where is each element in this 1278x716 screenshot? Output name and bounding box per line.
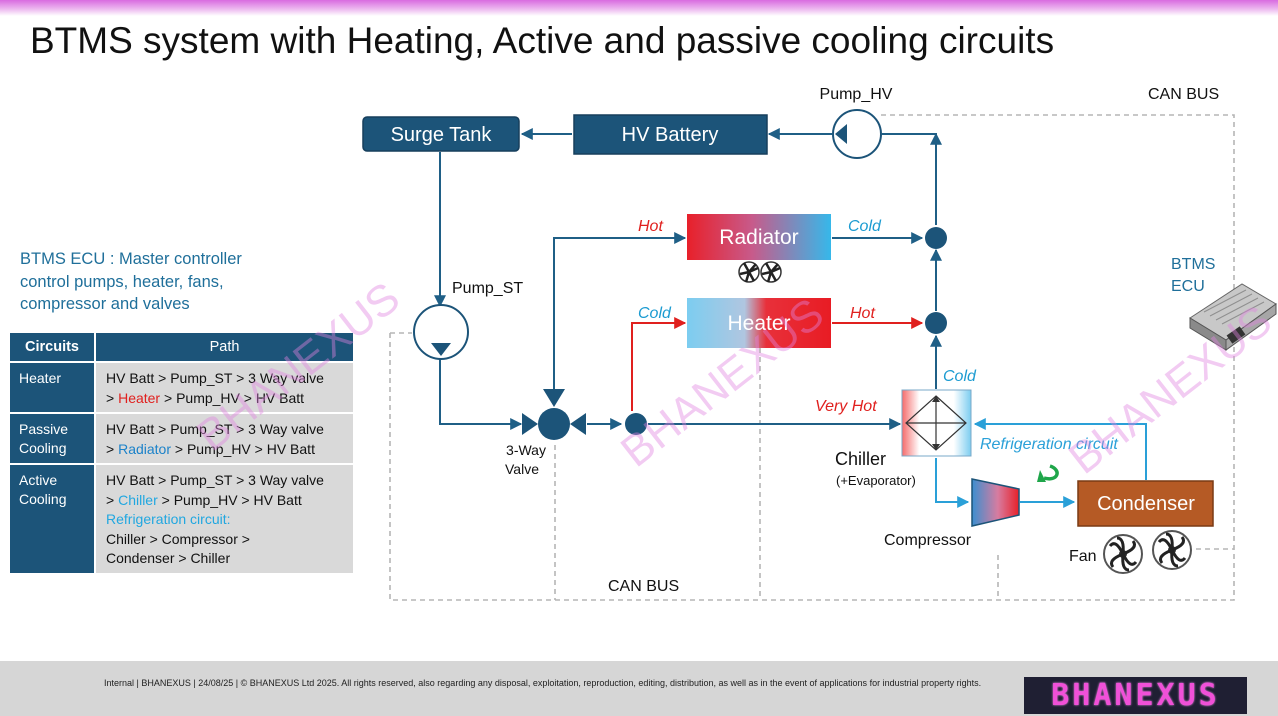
circuit-name: Heater (10, 361, 96, 413)
heater-inlet-pipe (631, 317, 687, 411)
condenser: Condenser (1077, 480, 1214, 527)
radiator-fan-icon (760, 261, 782, 283)
hot-to-radiator-label: Hot (638, 218, 663, 235)
heater-label: Heater (727, 312, 790, 335)
pump-hv-label: Pump_HV (820, 86, 893, 103)
brand-logo-text: BHANEXUS (1051, 678, 1220, 713)
footer-text: Internal | BHANEXUS | 24/08/25 | © BHANE… (104, 678, 982, 688)
chiller: Chiller (+Evaporator) (835, 389, 972, 488)
brand-logo: BHANEXUS (1024, 677, 1247, 714)
heater-highlight: Heater (118, 389, 161, 406)
fan-label: Fan (1069, 548, 1097, 565)
chiller-highlight: Chiller (118, 491, 158, 508)
radiator-label: Radiator (719, 226, 798, 249)
condenser-fan-icon (1152, 530, 1192, 570)
compressor: Compressor (884, 478, 1020, 549)
page-title: BTMS system with Heating, Active and pas… (30, 20, 1055, 61)
coolant-pipes (434, 128, 942, 430)
path-line: HV Batt > Pump_ST > 3 Way valve (106, 370, 324, 386)
can-bus-bottom-label: CAN BUS (608, 578, 679, 595)
junction-node (925, 312, 947, 334)
condenser-fan-icon (1103, 534, 1143, 574)
path-line: > Radiator > Pump_HV > HV Batt (106, 440, 315, 457)
circuit-path: HV Batt > Pump_ST > 3 Way valve > Chille… (95, 463, 353, 573)
can-bus-top-label: CAN BUS (1148, 86, 1219, 103)
radiator-fan-icon (738, 261, 760, 283)
can-bus-lines (389, 114, 1235, 601)
path-line: HV Batt > Pump_ST > 3 Way valve (106, 472, 324, 488)
cold-from-chiller-label: Cold (943, 368, 977, 385)
ecu-description-line: compressor and valves (20, 295, 190, 313)
hot-from-heater-label: Hot (850, 305, 875, 322)
valve-label-2: Valve (505, 461, 539, 477)
path-line: HV Batt > Pump_ST > 3 Way valve (106, 421, 324, 437)
top-accent-bar (0, 0, 1278, 16)
path-line: > Heater > Pump_HV > HV Batt (106, 389, 305, 406)
cold-from-radiator-label: Cold (848, 218, 882, 235)
header-path: Path (95, 333, 353, 362)
path-line: > Chiller > Pump_HV > HV Batt (106, 491, 302, 508)
circuit-path: HV Batt > Pump_ST > 3 Way valve > Heater… (95, 361, 353, 413)
junction-node (625, 413, 647, 435)
evaporator-label: (+Evaporator) (836, 473, 916, 488)
circuit-path: HV Batt > Pump_ST > 3 Way valve > Radiat… (95, 412, 353, 464)
refrigeration-pipes (935, 418, 1147, 508)
radiator: Radiator (687, 214, 831, 260)
ecu-description: BTMS ECU : Master controller control pum… (20, 248, 242, 316)
path-line: Condenser > Chiller (106, 550, 231, 566)
surge-tank-label: Surge Tank (391, 124, 493, 146)
condenser-label: Condenser (1097, 493, 1195, 515)
cycle-arrow-icon (1037, 464, 1059, 482)
footer: Internal | BHANEXUS | 24/08/25 | © BHANE… (0, 661, 1278, 716)
chiller-label: Chiller (835, 449, 886, 469)
path-line: Chiller > Compressor > (106, 530, 250, 547)
btms-ecu-label-1: BTMS (1171, 256, 1215, 273)
three-way-valve: 3-Way Valve (505, 389, 586, 477)
valve-label-1: 3-Way (506, 442, 546, 458)
table-row-heater: Heater HV Batt > Pump_ST > 3 Way valve >… (10, 361, 353, 413)
refrigeration-circuit-label: Refrigeration circuit (980, 436, 1118, 453)
btms-ecu-device-icon (1189, 283, 1277, 351)
compressor-label: Compressor (884, 532, 972, 549)
circuits-table: Circuits Path Heater HV Batt > Pump_ST >… (10, 333, 353, 573)
pump-st-label: Pump_ST (452, 280, 523, 297)
path-line: Refrigeration circuit: (106, 511, 231, 527)
junction-node (925, 227, 947, 249)
cold-to-heater-label: Cold (638, 305, 672, 322)
ecu-description-line: BTMS ECU : Master controller (20, 250, 242, 268)
pump-st: Pump_ST (413, 280, 523, 360)
pump-hv: Pump_HV (820, 86, 893, 159)
btms-ecu-label-2: ECU (1171, 278, 1205, 295)
ecu-description-line: control pumps, heater, fans, (20, 272, 224, 291)
hv-battery: HV Battery (573, 114, 768, 155)
header-circuits: Circuits (10, 333, 96, 362)
hv-battery-label: HV Battery (622, 124, 719, 146)
very-hot-label: Very Hot (815, 398, 877, 415)
radiator-highlight: Radiator (118, 440, 171, 457)
heater: Heater (687, 298, 831, 348)
surge-tank: Surge Tank (362, 116, 520, 152)
table-header-row: Circuits Path (10, 333, 353, 362)
